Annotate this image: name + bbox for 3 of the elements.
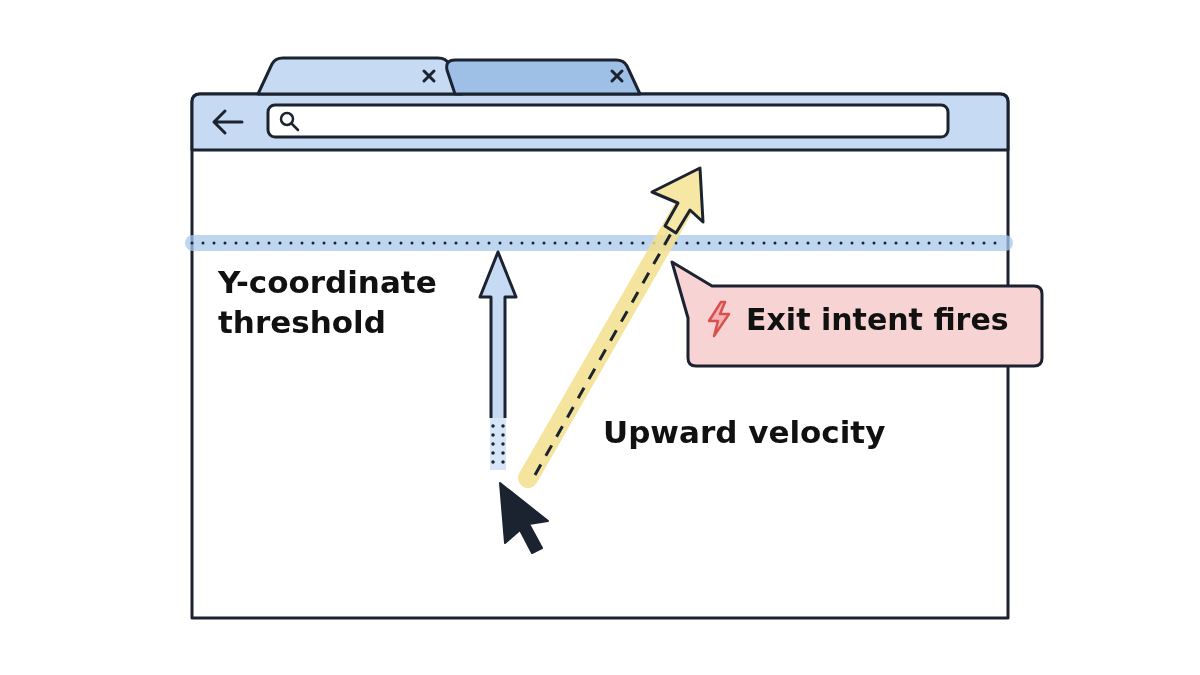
annotation-text: Y-coordinate threshold: [218, 263, 438, 342]
callout-text: Exit intent fires: [746, 301, 1009, 337]
annotation-text: Upward velocity: [603, 413, 886, 452]
